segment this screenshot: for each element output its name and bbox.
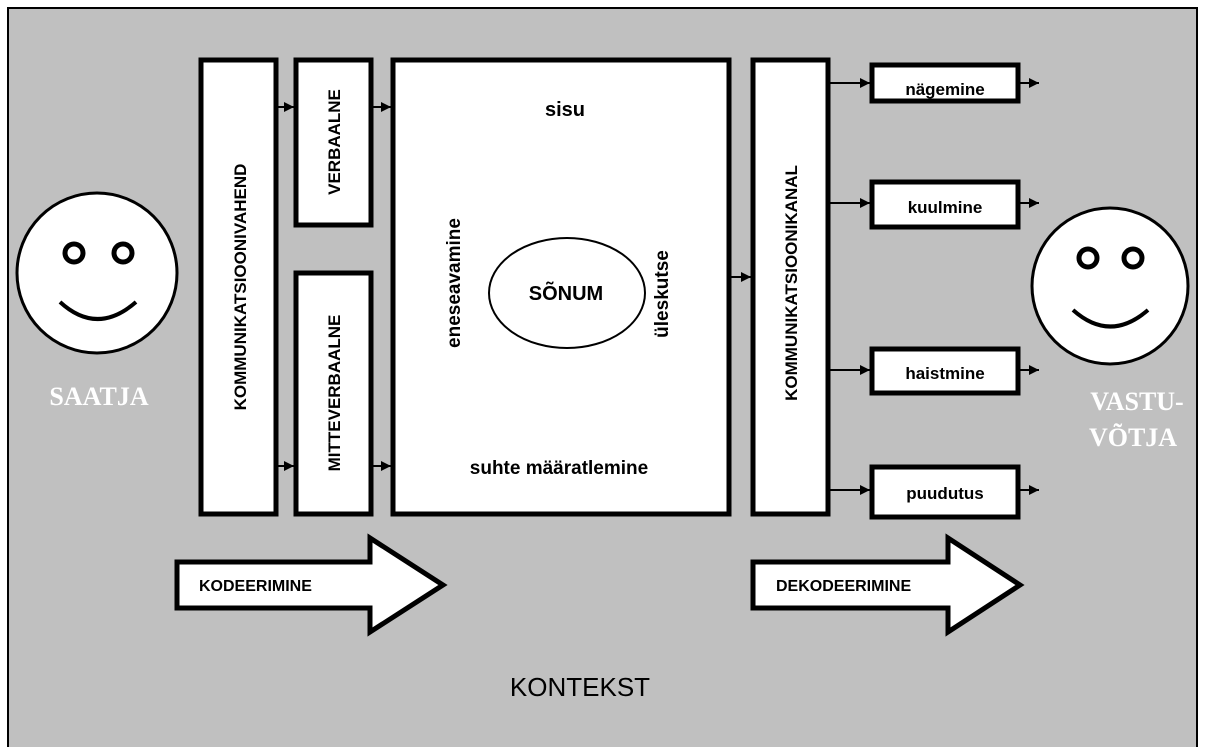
decoding-arrow [750,533,1025,637]
decoding-label: DEKODEERIMINE [776,578,911,595]
communication-means-label: KOMMUNIKATSIOONIVAHEND [231,164,250,411]
nonverbal-label: MITTEVERBAALNE [325,315,344,472]
nonverbal-box [293,270,374,517]
encoding-arrow [174,533,448,637]
message-self-disclosure-label: eneseavamine [444,218,465,348]
message-center-label: SÕNUM [529,281,603,305]
sense-seeing: nägemine [830,62,1039,104]
message-appeal-label: üleskutse [652,250,673,338]
sense-smelling-label: haistmine [905,364,984,383]
receiver-face-icon [1030,206,1190,366]
sender-label: SAATJA [49,382,148,411]
receiver-label-line1: VASTU- [1090,387,1183,416]
context-label: KONTEKST [510,672,650,702]
message-ellipse [488,237,646,349]
sense-smelling: haistmine [830,346,1039,396]
message-content-label: sisu [545,99,585,121]
encoding-label: KODEERIMINE [199,578,312,595]
receiver-label-line2: VÕTJA [1089,423,1177,452]
verbal-label: VERBAALNE [325,89,344,195]
sense-hearing-label: kuulmine [908,198,983,217]
sense-touching: puudutus [830,464,1039,520]
message-relationship-label: suhte määratlemine [470,458,648,479]
communication-channel-box [750,57,831,517]
verbal-box [293,57,374,228]
sense-hearing: kuulmine [830,179,1039,230]
communication-means-box [198,57,279,517]
sense-touching-label: puudutus [906,484,983,503]
sender-face-icon [15,191,179,355]
communication-channel-label: KOMMUNIKATSIOONIKANAL [782,165,801,401]
sense-seeing-label: nägemine [905,80,984,99]
